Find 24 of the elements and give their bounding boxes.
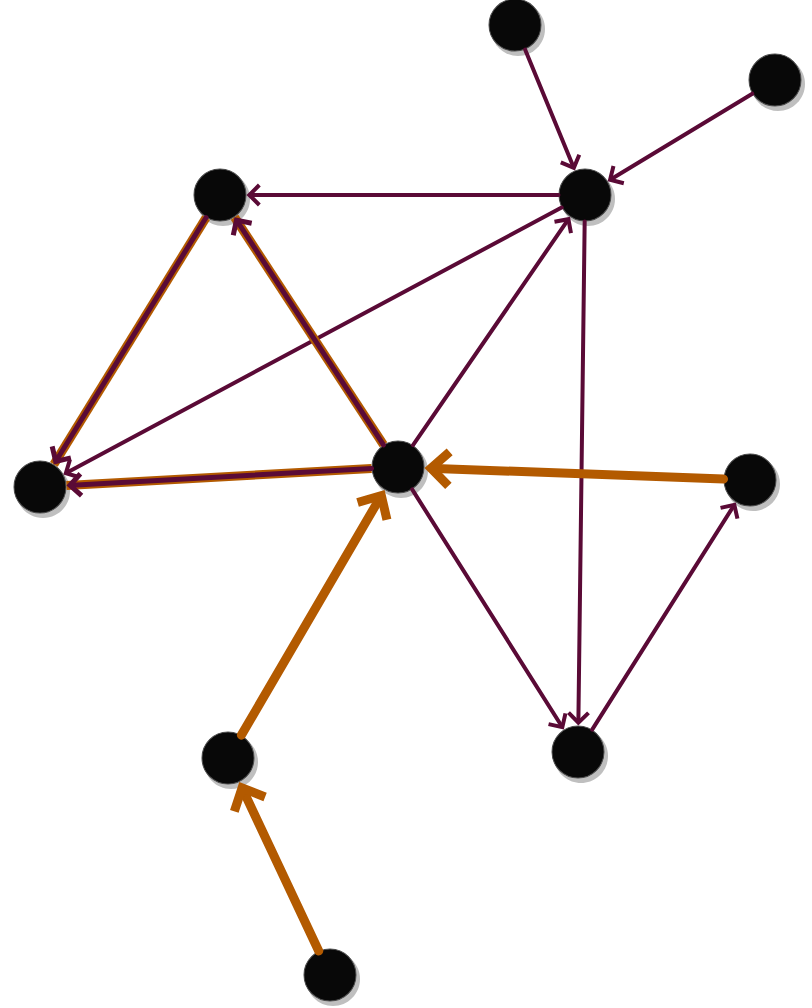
circle-node <box>13 460 70 518</box>
arrow <box>410 487 568 730</box>
arrow <box>49 215 210 467</box>
circle-node <box>488 0 545 56</box>
arrow <box>590 502 740 732</box>
arrow <box>607 91 755 186</box>
circle-node <box>303 948 360 1006</box>
circle-node <box>201 731 258 789</box>
circle-node <box>558 168 615 226</box>
circle-node <box>551 725 608 783</box>
arrow <box>230 782 324 956</box>
circle-node <box>193 168 250 226</box>
circle-node <box>371 440 428 498</box>
circle-node <box>748 53 805 111</box>
arrow <box>230 214 388 448</box>
arrow <box>66 464 375 498</box>
arrow <box>63 205 564 480</box>
arrow <box>246 183 561 207</box>
arrow <box>411 216 573 448</box>
circle-node <box>723 453 780 511</box>
arrow <box>424 448 728 490</box>
arrow <box>236 489 392 740</box>
arrow <box>567 219 590 726</box>
arrow <box>523 47 582 171</box>
